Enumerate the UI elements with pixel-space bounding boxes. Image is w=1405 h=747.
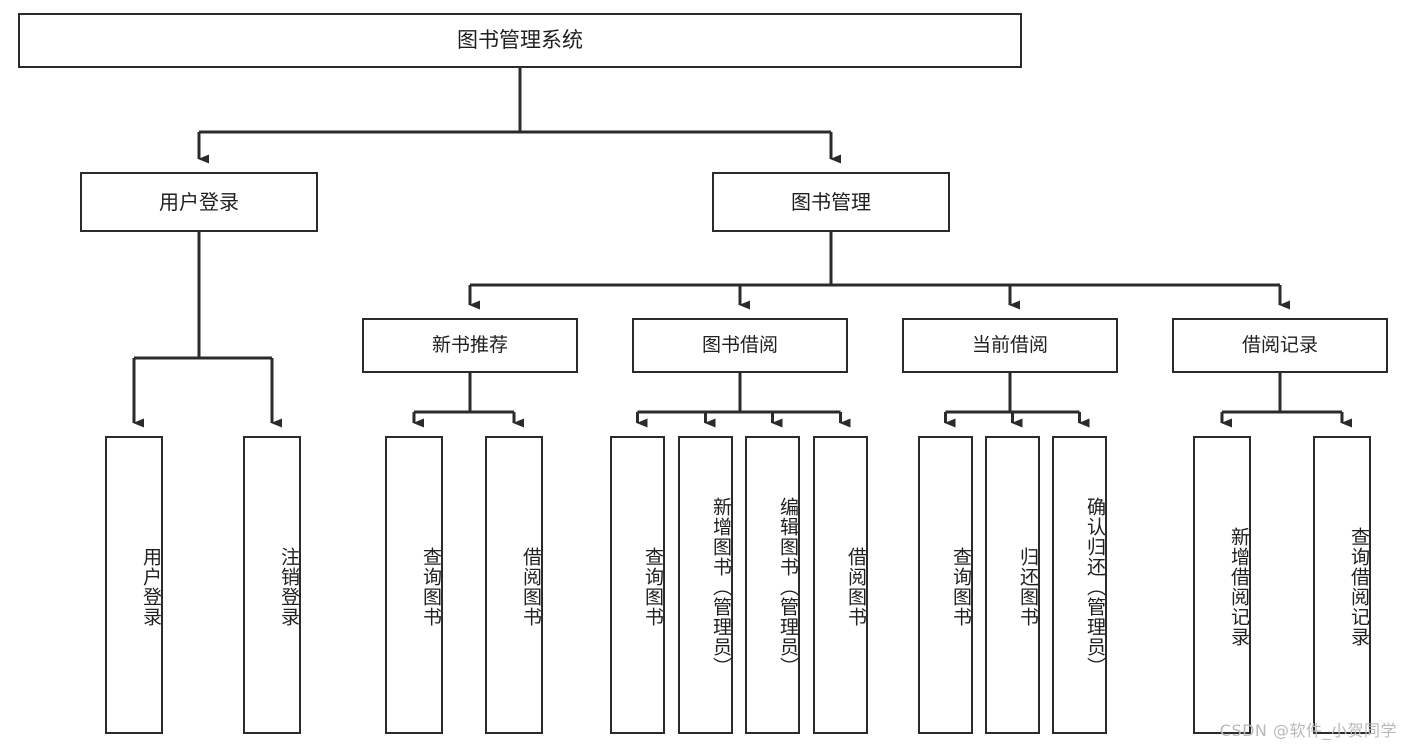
node-leaf-bb-add[interactable]: 新增图书（管理员） xyxy=(678,436,733,734)
node-leaf-cb-return[interactable]: 归还图书 xyxy=(985,436,1040,734)
node-current-borrow[interactable]: 当前借阅 xyxy=(902,318,1118,373)
node-borrow-record[interactable]: 借阅记录 xyxy=(1172,318,1388,373)
node-leaf-user-login[interactable]: 用户登录 xyxy=(105,436,163,734)
node-label: 借阅图书 xyxy=(845,547,867,627)
node-label: 查询借阅记录 xyxy=(1348,527,1370,647)
node-label: 图书管理系统 xyxy=(457,28,583,53)
node-label: 当前借阅 xyxy=(971,333,1048,356)
node-root[interactable]: 图书管理系统 xyxy=(18,13,1022,68)
node-book-borrow[interactable]: 图书借阅 xyxy=(632,318,848,373)
node-label: 借阅记录 xyxy=(1241,333,1318,356)
node-leaf-bb-edit[interactable]: 编辑图书（管理员） xyxy=(745,436,800,734)
node-label: 新书推荐 xyxy=(431,333,508,356)
node-label: 图书借阅 xyxy=(701,333,778,356)
node-label: 图书管理 xyxy=(791,189,871,214)
node-new-book-rec[interactable]: 新书推荐 xyxy=(362,318,578,373)
node-leaf-cb-query[interactable]: 查询图书 xyxy=(918,436,973,734)
node-label: 查询图书 xyxy=(642,547,664,627)
node-leaf-user-logout[interactable]: 注销登录 xyxy=(243,436,301,734)
node-leaf-bb-query[interactable]: 查询图书 xyxy=(610,436,665,734)
csdn-watermark: CSDN @软件_小贺同学 xyxy=(1219,721,1397,740)
node-user-login[interactable]: 用户登录 xyxy=(80,172,318,232)
node-leaf-rec-query[interactable]: 查询图书 xyxy=(385,436,443,734)
node-label: 注销登录 xyxy=(278,547,300,627)
node-label: 确认归还（管理员） xyxy=(1084,497,1106,677)
node-label: 归还图书 xyxy=(1017,547,1039,627)
node-label: 新增借阅记录 xyxy=(1228,527,1250,647)
node-leaf-cb-confirm[interactable]: 确认归还（管理员） xyxy=(1052,436,1107,734)
node-leaf-br-add[interactable]: 新增借阅记录 xyxy=(1193,436,1251,734)
node-leaf-br-query[interactable]: 查询借阅记录 xyxy=(1313,436,1371,734)
node-leaf-bb-borrow[interactable]: 借阅图书 xyxy=(813,436,868,734)
node-label: 用户登录 xyxy=(159,189,239,214)
node-label: 编辑图书（管理员） xyxy=(777,497,799,677)
node-label: 借阅图书 xyxy=(520,547,542,627)
node-leaf-rec-borrow[interactable]: 借阅图书 xyxy=(485,436,543,734)
node-book-manage[interactable]: 图书管理 xyxy=(712,172,950,232)
node-label: 查询图书 xyxy=(420,547,442,627)
node-label: 新增图书（管理员） xyxy=(710,497,732,677)
node-label: 用户登录 xyxy=(140,547,162,627)
node-label: 查询图书 xyxy=(950,547,972,627)
